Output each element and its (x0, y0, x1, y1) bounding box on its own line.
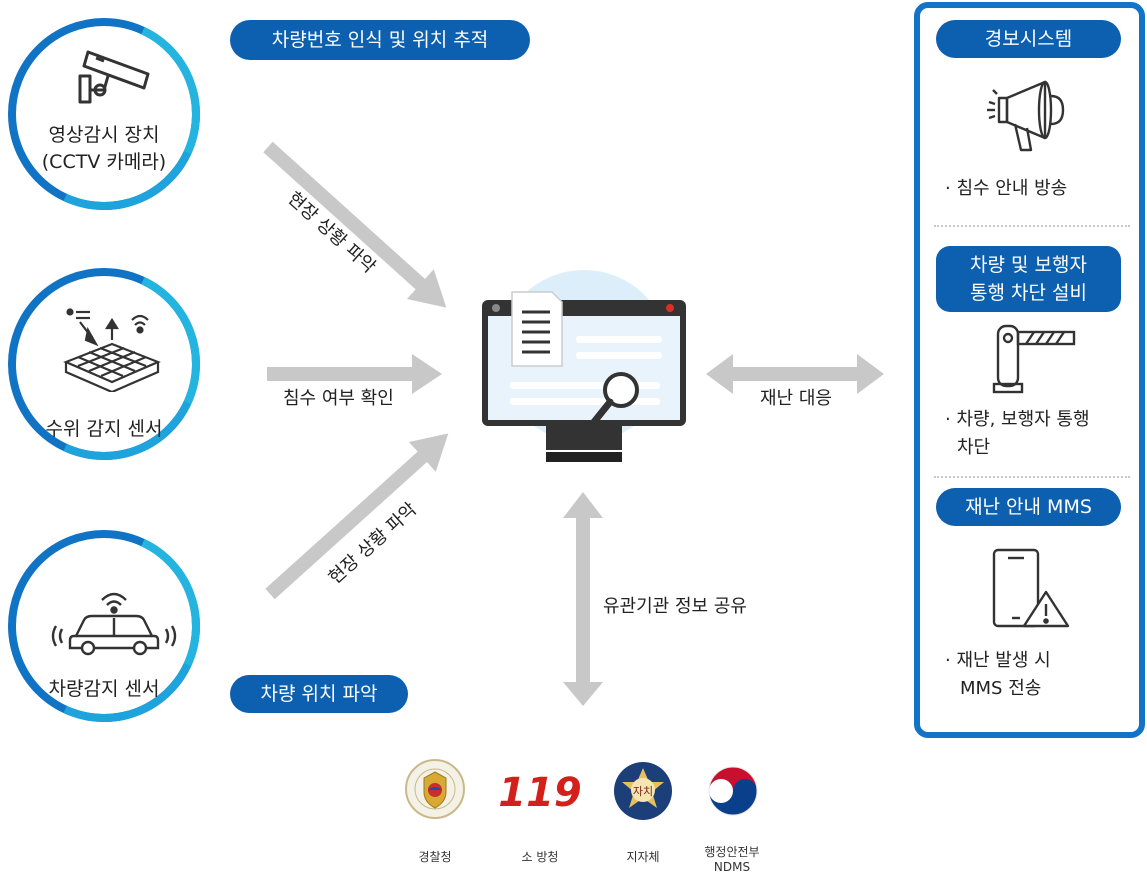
panel-divider-2 (934, 476, 1130, 478)
source-cctv-label2: (CCTV 카메라) (41, 151, 167, 173)
agency-localgov-label: 지자체 (626, 850, 660, 864)
arrow-share (563, 492, 603, 706)
flow-label-water: 침수 여부 확인 (283, 388, 394, 409)
water-level-sensor-icon (63, 308, 161, 392)
phone-alert-icon (992, 548, 1070, 628)
source-vehicle: 차량감지 센서 (8, 530, 200, 722)
panel-barrier-bullet-line2: 차단 (957, 437, 991, 458)
arrow-response (706, 354, 884, 394)
panel-barrier-title-line1: 차량 및 보행자 (970, 254, 1087, 276)
tag-vehicle-tracking: 차량번호 인식 및 위치 추적 (230, 20, 530, 60)
source-cctv: 영상감시 장치 (CCTV 카메라) (8, 18, 200, 210)
arrow-water-to-monitor (267, 354, 442, 394)
source-water: 수위 감지 센서 (8, 268, 200, 460)
panel-alarm-title: 경보시스템 (936, 20, 1121, 58)
fire-119-emblem-icon: 119 (498, 770, 582, 814)
panel-mms-bullet-line2: MMS 전송 (960, 678, 1042, 699)
barrier-gate-icon (992, 324, 1076, 394)
source-water-label: 수위 감지 센서 (45, 418, 163, 440)
panel-alarm-bullet: · 침수 안내 방송 (945, 178, 1068, 199)
panel-barrier-title-line2: 통행 차단 설비 (970, 282, 1087, 304)
panel-barrier-bullet-line1: · 차량, 보행자 통행 (945, 409, 1090, 430)
arrow-vehicle-to-monitor (265, 433, 449, 600)
vehicle-sensor-icon (51, 592, 177, 656)
panel-mms-bullet-line1: · 재난 발생 시 (945, 650, 1051, 671)
agency-mois-label2: NDMS (713, 860, 751, 874)
agency-fire-label: 소 방청 (521, 850, 559, 864)
arrow-cctv-to-monitor (263, 141, 447, 308)
flow-label-share: 유관기관 정보 공유 (603, 596, 747, 617)
agency-mois-label1: 행정안전부 (704, 845, 760, 859)
police-emblem-icon (405, 759, 465, 819)
tag-vehicle-location: 차량 위치 파악 (230, 675, 408, 713)
local-gov-logo-text: 자치 (633, 785, 653, 798)
monitor-icon (482, 270, 686, 462)
source-vehicle-label: 차량감지 센서 (48, 678, 160, 700)
panel-divider-1 (934, 225, 1130, 227)
panel-mms-title: 재난 안내 MMS (936, 488, 1121, 526)
flow-label-response: 재난 대응 (760, 388, 832, 409)
agency-police-label: 경찰청 (418, 850, 452, 864)
cctv-camera-icon (78, 50, 150, 104)
local-gov-emblem-icon: 자치 (614, 762, 672, 820)
megaphone-icon (987, 80, 1065, 152)
fire-119-logo-text: 119 (498, 770, 582, 814)
mois-emblem-icon (708, 766, 758, 816)
source-cctv-label1: 영상감시 장치 (48, 124, 160, 146)
panel-barrier-title: 차량 및 보행자 통행 차단 설비 (936, 246, 1121, 312)
